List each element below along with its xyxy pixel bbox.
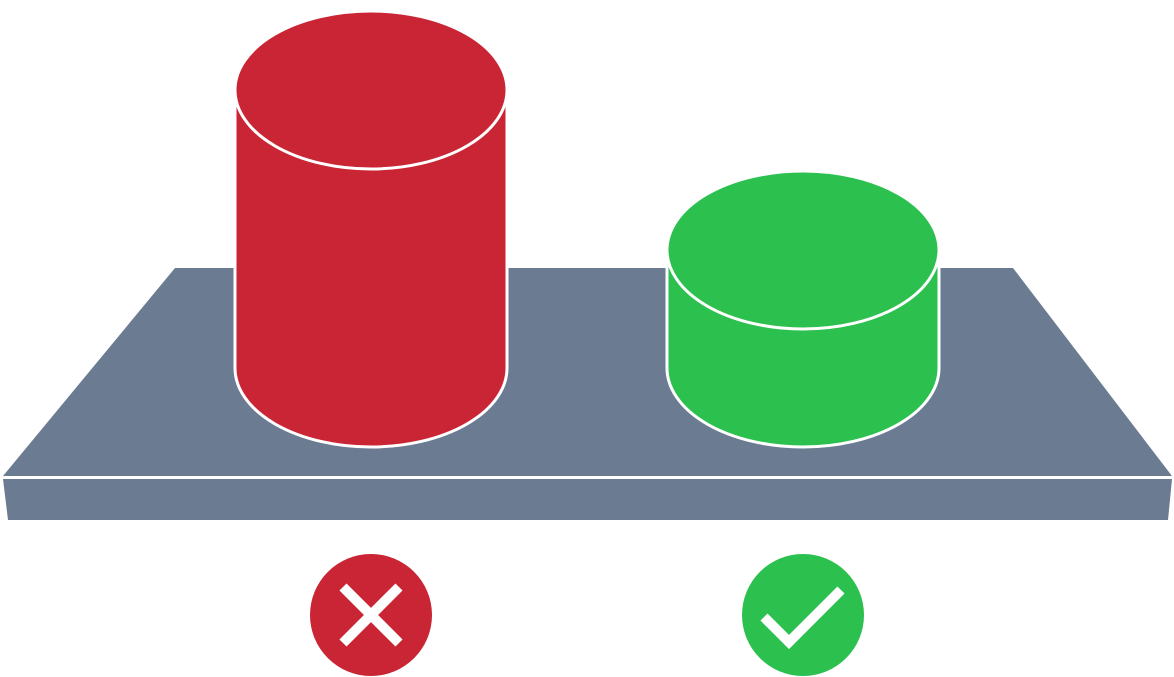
tall-cylinder xyxy=(233,9,509,449)
tall-cylinder-body xyxy=(233,88,509,449)
platform-top xyxy=(3,268,1172,476)
cross-icon xyxy=(339,583,403,647)
cross-badge xyxy=(310,554,432,676)
platform-front xyxy=(3,479,1172,520)
tall-cylinder-top xyxy=(233,9,509,171)
check-badge-circle xyxy=(742,554,864,676)
platform xyxy=(2,268,1173,520)
short-cylinder-top xyxy=(665,169,941,331)
check-icon xyxy=(760,586,845,650)
short-cylinder xyxy=(665,169,941,449)
check-badge xyxy=(742,554,864,676)
